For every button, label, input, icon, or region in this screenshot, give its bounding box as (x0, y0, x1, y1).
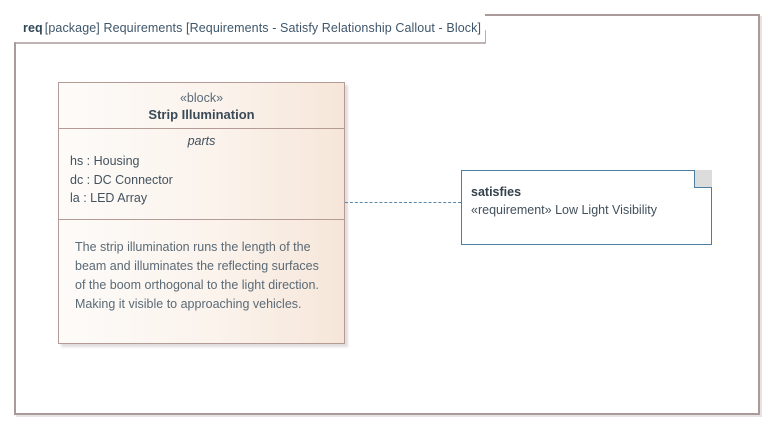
list-item[interactable]: la : LED Array (70, 191, 148, 205)
block-description-text: The strip illumination runs the length o… (75, 240, 319, 311)
block-header-compartment: «block» Strip Illumination (59, 83, 344, 129)
note-body (461, 170, 712, 245)
block-stereotype-label: «block» (179, 90, 224, 105)
satisfies-callout-note[interactable]: satisfies «requirement» Low Light Visibi… (461, 170, 712, 245)
block-name-label: Strip Illumination (148, 106, 255, 122)
satisfy-dashed-connector[interactable] (345, 202, 461, 205)
diagram-header: req [package] Requirements [Requirements… (14, 14, 486, 42)
note-content: satisfies «requirement» Low Light Visibi… (471, 184, 704, 219)
parts-list: hs : Housing dc : DC Connector la : LED … (59, 152, 344, 208)
diagram-kind-label: req (23, 21, 43, 35)
parts-compartment-title: parts (187, 134, 216, 148)
block-description-compartment: The strip illumination runs the length o… (59, 220, 344, 343)
block-parts-compartment: parts hs : Housing dc : DC Connector la … (59, 129, 344, 220)
note-relation-label: satisfies (471, 185, 522, 199)
block-strip-illumination[interactable]: «block» Strip Illumination parts hs : Ho… (58, 82, 345, 344)
diagram-qualifier-label: [package] Requirements [Requirements - S… (44, 21, 482, 35)
list-item[interactable]: dc : DC Connector (70, 172, 173, 187)
note-target-label: «requirement» Low Light Visibility (471, 203, 657, 217)
diagram-header-tab: req [package] Requirements [Requirements… (14, 14, 486, 42)
list-item[interactable]: hs : Housing (70, 154, 140, 168)
note-fold-corner-icon (694, 170, 712, 188)
